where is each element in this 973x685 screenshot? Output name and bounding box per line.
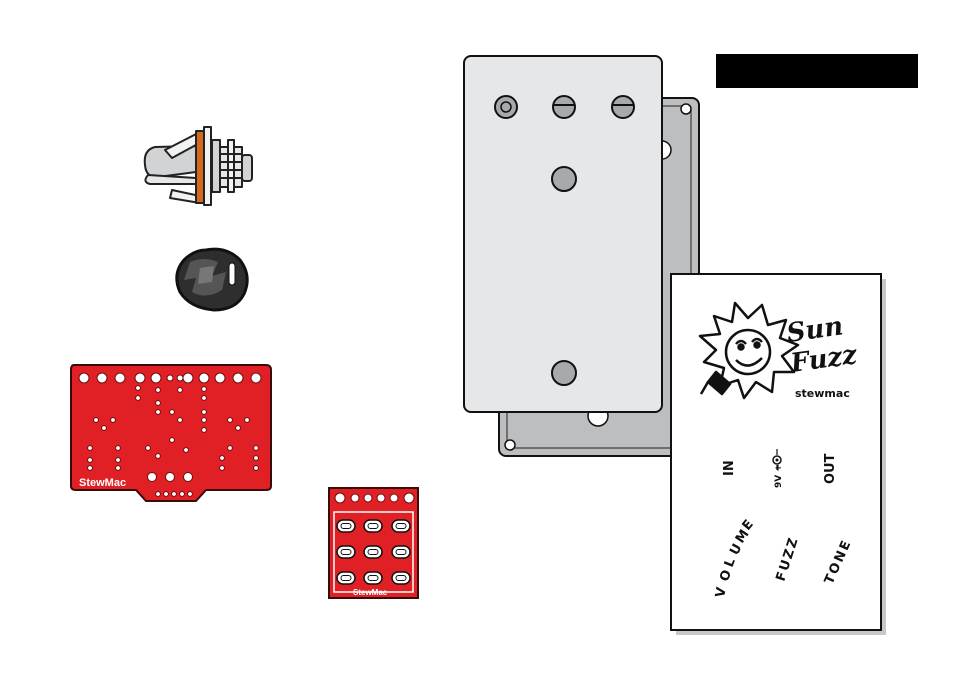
input-jack-icon [145,127,252,205]
pcb-pad [228,418,233,423]
pcb-pad [202,418,207,423]
pcb-pad [199,373,209,383]
pcb-pad [184,448,189,453]
footswitch-pad [392,520,410,532]
enclosure-hole-volume [495,96,517,118]
enclosure-front [464,56,662,412]
pcb-pad [116,466,121,471]
pcb-pad [156,388,161,393]
pcb-pad [111,418,116,423]
pcb-brand-label: StewMac [79,477,126,489]
pcb-pad [135,373,145,383]
pcb-pad [202,387,207,392]
footswitch-pad [364,572,382,584]
footswitch-hole [335,493,345,503]
pcb-pad [183,373,193,383]
footswitch-pad [392,546,410,558]
footswitch-pad [337,572,355,584]
pcb-pad [245,418,250,423]
pcb-pad [115,373,125,383]
footswitch-icon [337,520,410,584]
pcb-pad [188,492,193,497]
pcb-pad [146,446,151,451]
pcb-pad [180,492,185,497]
pcb-pad [167,375,173,381]
pcb-pad [156,401,161,406]
pcb-pad [228,446,233,451]
knob-icon [177,249,247,310]
footswitch-hole [404,493,414,503]
decal-brand: stewmac [795,387,850,400]
header-bar [716,54,918,88]
pcb-pad [236,426,241,431]
footswitch-hole [377,494,385,502]
decal-label-in: IN [722,460,737,476]
pcb-board: StewMac [71,365,271,501]
pcb-pad [251,373,261,383]
enclosure-hole-tone [612,96,634,118]
pcb-pad [215,373,225,383]
pcb-pad [164,492,169,497]
pcb-pad [116,446,121,451]
enclosure-hole-footswitch [552,361,576,385]
pcb-pad [254,446,259,451]
pcb-pad [220,466,225,471]
pcb-pad [88,458,93,463]
pcb-pad [116,458,121,463]
pcb-pad [102,426,107,431]
pcb-pad [170,438,175,443]
footswitch-hole [390,494,398,502]
pcb-pad [233,373,243,383]
decal-label-out: OUT [823,453,838,484]
pcb-pad [202,410,207,415]
footswitch-pad [337,546,355,558]
pcb-pad [177,375,183,381]
pcb-pad [166,473,175,482]
footswitch-pad [364,546,382,558]
footswitch-hole [351,494,359,502]
pcb-pad [178,418,183,423]
pcb-pad [172,492,177,497]
pcb-pad [254,466,259,471]
enclosure-hole-led [552,167,576,191]
pcb-pad [220,456,225,461]
pcb-pad [94,418,99,423]
pcb-pad [136,396,141,401]
pcb-pad [156,410,161,415]
pcb-pad [136,386,141,391]
pcb-pad [88,446,93,451]
pcb-pad [148,473,157,482]
pcb-pad [88,466,93,471]
pcb-pad [254,456,259,461]
pcb-pad [184,473,193,482]
footswitch-board: StewMac [329,488,418,598]
decal-label-power: 9V + [774,464,784,488]
pcb-pad [97,373,107,383]
footswitch-brand-label: StewMac [353,588,388,597]
pcb-pad [156,492,161,497]
pcb-pad [79,373,89,383]
footswitch-pad [392,572,410,584]
footswitch-pad [337,520,355,532]
pcb-pad [156,454,161,459]
pcb-pad [178,388,183,393]
pcb-pad [202,396,207,401]
footswitch-hole [364,494,372,502]
pcb-pad [202,428,207,433]
enclosure-hole-fuzz [553,96,575,118]
pcb-pad [170,410,175,415]
pcb-pad [151,373,161,383]
footswitch-pad [364,520,382,532]
